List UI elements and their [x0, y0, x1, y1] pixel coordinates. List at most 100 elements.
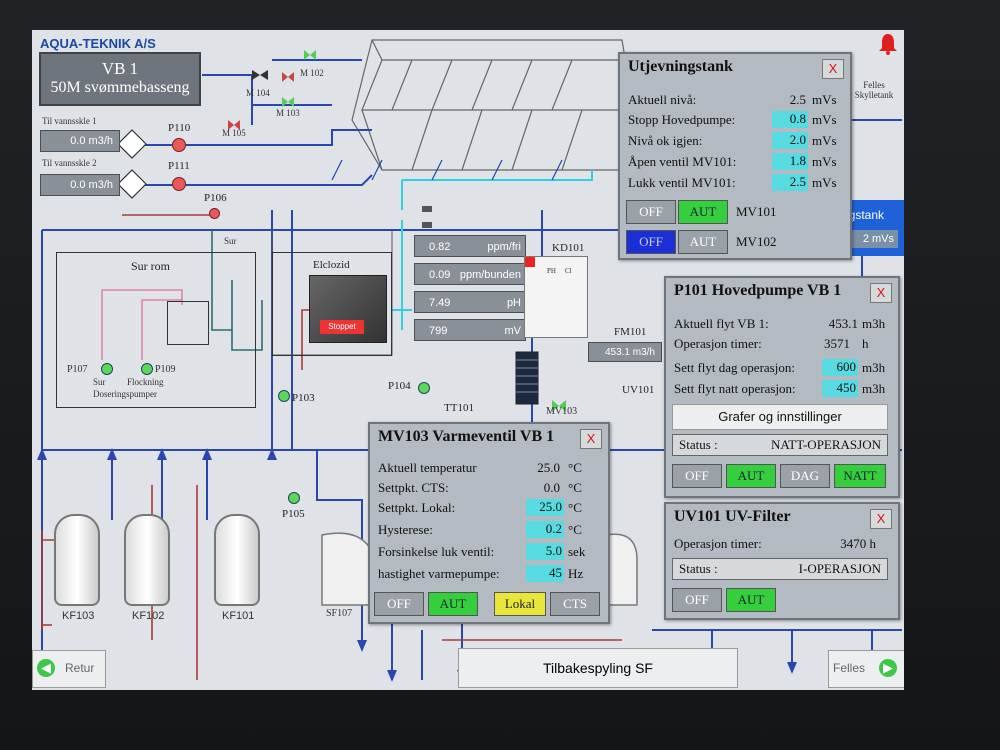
pool-name-line2: 50M svømmebasseng [50, 79, 190, 96]
measurement-redox[interactable]: 799 mV [414, 319, 526, 341]
filter-tank-kf101[interactable] [214, 514, 260, 606]
arrow-left-icon: ◀ [37, 659, 55, 677]
uv101-aut-button[interactable]: AUT [726, 588, 776, 612]
elclozid-status: Stoppet [320, 320, 364, 334]
mv103-lokal-button[interactable]: Lokal [494, 592, 546, 616]
mv103-unit: °C [568, 522, 582, 537]
mv101-off-button[interactable]: OFF [626, 200, 676, 224]
pump-p106-icon[interactable] [209, 208, 220, 219]
p101-setpoint-night[interactable]: 450 [822, 380, 858, 397]
mv103-off-button[interactable]: OFF [374, 592, 424, 616]
fm101-flow[interactable]: 453.1 m3/h [588, 342, 662, 362]
measurement-bound-chlorine[interactable]: 0.09 ppm/bunden [414, 263, 526, 285]
mv103-value-cts: 0.0 [543, 480, 560, 495]
measurement-ph[interactable]: 7.49 pH [414, 291, 526, 313]
pump-p110-icon[interactable] [172, 138, 186, 152]
forward-button[interactable]: Felles ▶ [828, 650, 904, 688]
close-icon[interactable]: X [870, 283, 892, 303]
pump-p107-icon[interactable] [101, 363, 113, 375]
kd101-ph-label: PH [547, 267, 556, 275]
back-button[interactable]: ◀ Retur [32, 650, 106, 688]
measurement-value: 0.09 [429, 269, 451, 281]
p101-dag-button[interactable]: DAG [780, 464, 830, 488]
tag-p106: P106 [204, 192, 227, 204]
pump-p103-icon[interactable] [278, 390, 290, 402]
measurement-free-chlorine[interactable]: 0.82 ppm/fri [414, 235, 526, 257]
close-icon[interactable]: X [870, 509, 892, 529]
mv103-cts-button[interactable]: CTS [550, 592, 600, 616]
mv102-off-button[interactable]: OFF [626, 230, 676, 254]
pump-p105-icon[interactable] [288, 492, 300, 504]
water-slide-2-flow[interactable]: 0.0 m3/h [40, 174, 120, 196]
backwash-sf-button[interactable]: Tilbakespyling SF [458, 648, 738, 688]
measurement-unit: ppm/bunden [459, 269, 521, 281]
uv101-status-field: Status : I-OPERASJON [672, 558, 888, 580]
pump-p111-icon[interactable] [172, 177, 186, 191]
dosing-pumps-label: Doseringspumper [93, 389, 157, 399]
mv103-label-temp: Aktuell temperatur [378, 460, 477, 475]
mv103-setpoint-hyst[interactable]: 0.2 [526, 521, 564, 538]
p101-label-flow: Aktuell flyt VB 1: [674, 316, 769, 331]
filter-tank-kf103[interactable] [54, 514, 100, 606]
mv103-unit: °C [568, 480, 582, 495]
p101-aut-button[interactable]: AUT [726, 464, 776, 488]
filter-kf103-label: KF103 [62, 610, 95, 622]
tag-fm101: FM101 [614, 326, 647, 338]
mv103-window: MV103 Varmeventil VB 1 X Aktuell tempera… [368, 422, 610, 624]
pool-name-box: VB 1 50M svømmebasseng [39, 52, 201, 106]
water-slide-1-flow[interactable]: 0.0 m3/h [40, 130, 120, 152]
utj-value-level: 2.5 [789, 92, 806, 107]
mv103-setpoint-speed[interactable]: 45 [526, 565, 564, 582]
p101-title: P101 Hovedpumpe VB 1 [674, 282, 842, 299]
utj-setpoint-stop[interactable]: 0.8 [772, 111, 808, 128]
mv103-unit: sek [568, 544, 586, 559]
elclozid-unit[interactable]: Stoppet [309, 275, 387, 343]
close-icon[interactable]: X [822, 59, 844, 79]
utj-setpoint-close[interactable]: 2.5 [772, 174, 808, 191]
dosing-sur-label: Sur [93, 377, 106, 387]
uv101-window: UV101 UV-Filter X Operasjon timer: 3470 … [664, 502, 900, 620]
tag-mv103: MV103 [546, 406, 578, 417]
measurement-unit: ppm/fri [487, 241, 521, 253]
uv101-off-button[interactable]: OFF [672, 588, 722, 612]
pump-p104-icon[interactable] [418, 382, 430, 394]
tag-kd101: KD101 [552, 242, 585, 254]
utj-unit: mVs [812, 112, 837, 127]
filter-kf102-label: KF102 [132, 610, 165, 622]
mv103-label-delay: Forsinkelse luk ventil: [378, 544, 495, 559]
p101-status-field: Status : NATT-OPERASJON [672, 434, 888, 456]
mv103-label-local: Settpkt. Lokal: [378, 500, 456, 515]
p101-natt-button[interactable]: NATT [834, 464, 886, 488]
p101-setpoint-day[interactable]: 600 [822, 359, 858, 376]
p101-off-button[interactable]: OFF [672, 464, 722, 488]
mv103-setpoint-local[interactable]: 25.0 [526, 499, 564, 516]
p101-label-night: Sett flyt natt operasjon: [674, 381, 796, 396]
mv102-aut-button[interactable]: AUT [678, 230, 728, 254]
mv101-aut-button[interactable]: AUT [678, 200, 728, 224]
p101-label-hours: Operasjon timer: [674, 336, 762, 351]
utj-label-close: Lukk ventil MV101: [628, 175, 736, 190]
alarm-bell-icon[interactable] [876, 32, 900, 56]
mv103-aut-button[interactable]: AUT [428, 592, 478, 616]
p101-status-label: Status : [679, 437, 718, 452]
utj-setpoint-open[interactable]: 1.8 [772, 153, 808, 170]
utj-unit: mVs [812, 154, 837, 169]
p101-unit: h [862, 336, 869, 351]
mv103-label-hyst: Hysterese: [378, 522, 433, 537]
tag-m104: M 104 [246, 88, 270, 98]
p101-window: P101 Hovedpumpe VB 1 X Aktuell flyt VB 1… [664, 276, 900, 498]
graphs-settings-button[interactable]: Grafer og innstillinger [672, 404, 888, 430]
elclozid-panel: Elclozid Stoppet [272, 252, 392, 356]
utj-setpoint-ok[interactable]: 2.0 [772, 132, 808, 149]
kd101-cl-label: Cl [565, 267, 572, 275]
p101-value-flow: 453.1 [828, 316, 858, 331]
measurement-unit: pH [506, 297, 521, 309]
pump-p109-icon[interactable] [141, 363, 153, 375]
close-icon[interactable]: X [580, 429, 602, 449]
p101-value-hours: 3571 [824, 336, 850, 351]
filter-tank-kf102[interactable] [124, 514, 170, 606]
kd101-analyzer[interactable]: PH Cl [524, 256, 588, 338]
elclozid-label: Elclozid [313, 259, 350, 271]
measurement-value: 799 [429, 325, 448, 337]
mv103-setpoint-delay[interactable]: 5.0 [526, 543, 564, 560]
